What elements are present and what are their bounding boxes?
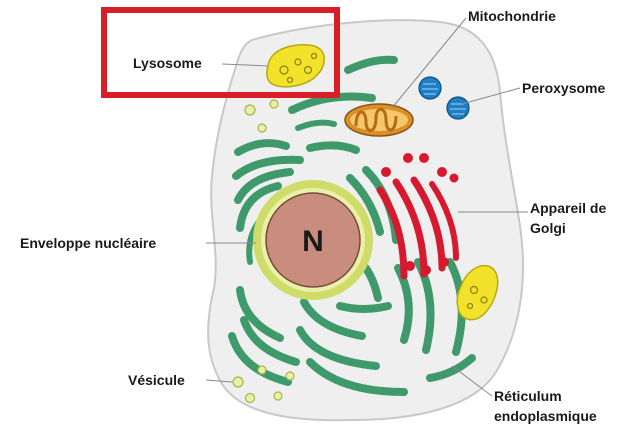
label-golgi-line1: Appareil de xyxy=(530,200,606,216)
label-peroxysome: Peroxysome xyxy=(522,80,605,96)
peroxisome-1 xyxy=(419,77,441,99)
nucleus-group: N xyxy=(253,180,373,300)
label-lysosome: Lysosome xyxy=(133,55,202,71)
label-vesicule: Vésicule xyxy=(128,372,185,388)
nucleus-letter: N xyxy=(302,225,324,258)
label-mitochondrie: Mitochondrie xyxy=(468,8,556,24)
peroxisome-2 xyxy=(447,97,469,119)
label-enveloppe-nucleaire: Enveloppe nucléaire xyxy=(20,235,156,251)
label-golgi-line2: Golgi xyxy=(530,220,566,236)
label-reticulum-line2: endoplasmique xyxy=(494,408,597,424)
mitochondrion xyxy=(345,104,413,136)
label-reticulum-line1: Réticulum xyxy=(494,388,562,404)
